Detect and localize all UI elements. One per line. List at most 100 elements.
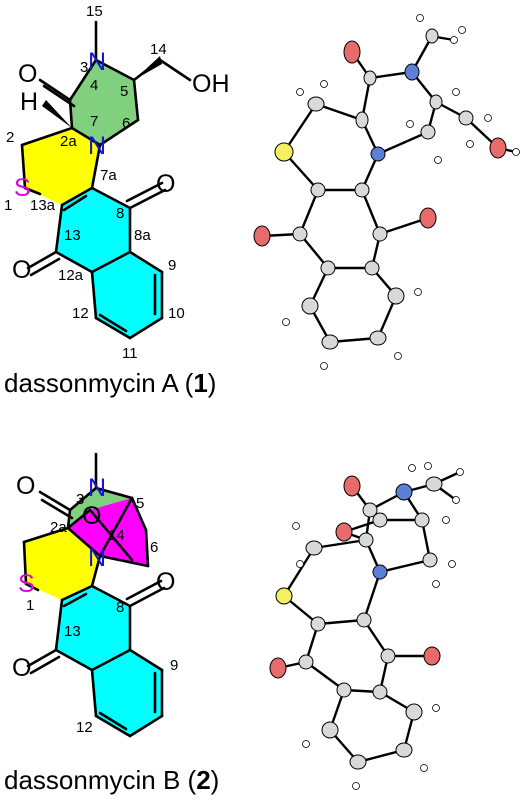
structure-dassonmycin-a: O N N S O O OH H 15 14 3 4 5 6 7 2 2a 1 …: [4, 3, 230, 398]
hydrogen-atom: [296, 560, 304, 568]
locant-1b: 1: [26, 597, 34, 614]
carbon-atom: [405, 703, 423, 721]
locant-2ab: 2a: [50, 519, 67, 536]
carbon-atom: [310, 616, 326, 632]
nitrogen-atom: [370, 146, 386, 162]
atom-OH-a: OH: [192, 70, 230, 98]
atom-labels-b: O N O N S O O: [12, 472, 175, 682]
hydrogen-atom: [466, 140, 474, 148]
carbon-atom: [380, 648, 396, 664]
carbon-atom: [305, 540, 323, 556]
locant-8a: 8a: [134, 227, 151, 244]
compound-name-b: dassonmycin B (2): [4, 765, 219, 795]
structure-dassonmycin-b: O N O N S O O 3 5 14 6 2a 1 8 13 9 12 da…: [4, 452, 219, 795]
locant-12a: 12a: [58, 267, 84, 284]
xray-atoms-b: [269, 462, 464, 790]
atom-N-4a: N: [88, 48, 106, 76]
locant-6: 6: [122, 115, 130, 132]
hydrogen-atom: [320, 80, 328, 88]
carbon-atom: [301, 297, 319, 315]
hydrogen-atom: [420, 764, 428, 772]
hydrogen-atom: [434, 156, 442, 164]
atom-N-7a: N: [88, 132, 106, 160]
ring-piperazinone-a: [70, 60, 138, 145]
carbon-atom: [310, 182, 326, 198]
atom-O-13b: O: [12, 654, 31, 682]
locant-7a: 7a: [100, 167, 117, 184]
nitrogen-atom: [372, 564, 388, 580]
crystal-structure-a: [253, 14, 520, 370]
locant-14: 14: [150, 41, 167, 58]
carbon-atom: [336, 682, 352, 698]
carbon-atom: [298, 654, 314, 670]
hydrogen-atom: [452, 496, 460, 504]
hydrogen-atom: [406, 120, 414, 128]
carbon-atom: [422, 552, 438, 568]
bonds-b: [22, 452, 166, 738]
carbon-atom: [355, 111, 369, 129]
hydrogen-atom: [296, 88, 304, 96]
locant-8: 8: [116, 205, 124, 222]
carbon-atom: [414, 512, 430, 528]
locant-5b: 5: [136, 495, 144, 512]
carbon-atom: [369, 330, 387, 346]
atom-N-7b: N: [88, 544, 106, 572]
atom-O-13a: O: [12, 256, 31, 284]
locants-a: 15 14 3 4 5 6 7 2 2a 1 13a 7a 8 8a 13 12…: [4, 3, 185, 362]
compound-name-a: dassonmycin A (1): [4, 368, 216, 398]
atom-labels-a: O N N S O O OH H: [12, 48, 230, 284]
oxygen-atom: [335, 522, 353, 542]
oxygen-atom: [343, 40, 361, 64]
sulfur-atom: [275, 587, 293, 605]
carbon-atom: [387, 287, 405, 305]
hydrogen-atom: [448, 560, 456, 568]
carbon-atom: [307, 96, 325, 112]
locant-1: 1: [4, 197, 12, 214]
atom-O-3a: O: [18, 60, 37, 88]
carbon-atom: [425, 28, 439, 44]
ring-thiazine-b: [24, 528, 100, 600]
locant-12b: 12: [76, 719, 93, 736]
atom-H-a: H: [20, 88, 38, 116]
hydrogen-atom: [408, 464, 416, 472]
atom-O-8b: O: [156, 568, 175, 596]
nitrogen-atom: [404, 63, 420, 81]
ring-benzene-b: [92, 650, 162, 736]
carbon-atom: [372, 684, 388, 700]
carbon-atom: [320, 260, 336, 276]
locant-9b: 9: [170, 657, 178, 674]
locant-11: 11: [122, 345, 138, 362]
wedge-bond-a: [42, 100, 72, 128]
hydrogen-atom: [452, 88, 460, 96]
carbon-atom: [362, 502, 378, 518]
carbon-atom: [292, 226, 308, 242]
locant-7: 7: [90, 113, 98, 130]
locant-3b: 3: [76, 491, 84, 508]
ring-quinone-a: [56, 188, 130, 272]
oxygen-atom: [489, 137, 507, 159]
locant-13b: 13: [64, 623, 81, 640]
carbon-atom: [358, 532, 374, 548]
locants-b: 3 5 14 6 2a 1 8 13 9 12: [26, 491, 178, 736]
atom-O-bridge-b: O: [82, 502, 101, 530]
atom-N-4b: N: [88, 474, 106, 502]
oxygen-atom: [269, 657, 287, 679]
locant-13a: 13a: [30, 197, 56, 214]
hydrogen-atom: [456, 468, 464, 476]
locant-13: 13: [64, 227, 81, 244]
hydrogen-atom: [352, 782, 360, 790]
hydrogen-atom: [302, 740, 310, 748]
locant-9: 9: [168, 257, 176, 274]
locant-15: 15: [86, 3, 103, 20]
hydrogen-atom: [414, 288, 422, 296]
locant-14b: 14: [108, 527, 125, 544]
hydrogen-atom: [282, 318, 290, 326]
oxygen-atom: [423, 646, 441, 666]
carbon-atom: [321, 721, 339, 739]
hydrogen-atom: [292, 522, 300, 530]
locant-4: 4: [90, 77, 98, 94]
carbon-atom: [425, 476, 443, 492]
nitrogen-atom: [395, 483, 413, 501]
hydrogen-atom: [442, 516, 450, 524]
